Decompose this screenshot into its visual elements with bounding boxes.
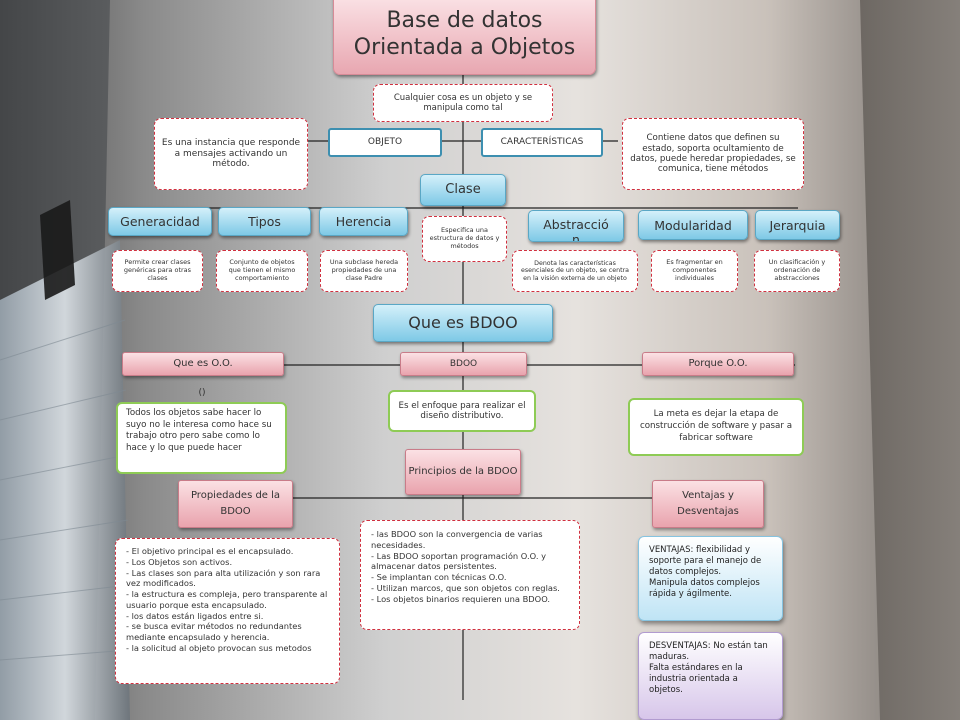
- caracteristicas-desc: Contiene datos que definen su estado, so…: [622, 118, 804, 190]
- objeto-desc: Es una instancia que responde a mensajes…: [154, 118, 308, 190]
- ventajas-box: Ventajas y Desventajas: [652, 480, 764, 528]
- principios-box: Principios de la BDOO: [405, 449, 521, 495]
- objeto-label: OBJETO: [328, 128, 442, 157]
- porque-oo-desc: La meta es dejar la etapa de construcció…: [628, 398, 804, 456]
- que-es-oo-mark: (): [198, 387, 206, 398]
- ventajas-desc: VENTAJAS: flexibilidad y soporte para el…: [638, 536, 783, 621]
- propiedades-desc: - El objetivo principal es el encapsulad…: [115, 538, 340, 684]
- abstraccion-desc: Denota las características esenciales de…: [512, 250, 638, 292]
- clase-box: Clase: [420, 174, 506, 206]
- intro-note: Cualquier cosa es un objeto y se manipul…: [373, 84, 553, 122]
- principios-desc: - las BDOO son la convergencia de varias…: [360, 520, 580, 630]
- clase-desc: Especifica una estructura de datos y mét…: [422, 216, 507, 262]
- que-es-bdoo-box: Que es BDOO: [373, 304, 553, 342]
- jerarquia-box: Jerarquia: [755, 210, 840, 240]
- porque-oo-box: Porque O.O.: [642, 352, 794, 376]
- que-es-oo-desc: Todos los objetos sabe hacer lo suyo no …: [116, 402, 287, 474]
- bdoo-desc: Es el enfoque para realizar el diseño di…: [388, 390, 536, 432]
- modularidad-box: Modularidad: [638, 210, 748, 240]
- title-box: Base de datos Orientada a Objetos: [333, 0, 596, 75]
- abstraccion-box: Abstracció n: [528, 210, 624, 242]
- jerarquia-desc: Un clasificación y ordenación de abstrac…: [754, 250, 840, 292]
- caracteristicas-label: CARACTERÍSTICAS: [481, 128, 603, 157]
- bdoo-box: BDOO: [400, 352, 527, 376]
- que-es-oo-box: Que es O.O.: [122, 352, 284, 376]
- desventajas-desc: DESVENTAJAS: No están tan maduras. Falta…: [638, 632, 783, 720]
- tipos-desc: Conjunto de objetos que tienen el mismo …: [216, 250, 308, 292]
- modularidad-desc: Es fragmentar en componentes individuale…: [651, 250, 738, 292]
- generacidad-box: Generacidad: [108, 207, 212, 236]
- propiedades-box: Propiedades de la BDOO: [178, 480, 293, 528]
- tipos-box: Tipos: [218, 207, 311, 236]
- herencia-box: Herencia: [319, 207, 408, 236]
- herencia-desc: Una subclase hereda propiedades de una c…: [320, 250, 408, 292]
- generacidad-desc: Permite crear clases genéricas para otra…: [112, 250, 203, 292]
